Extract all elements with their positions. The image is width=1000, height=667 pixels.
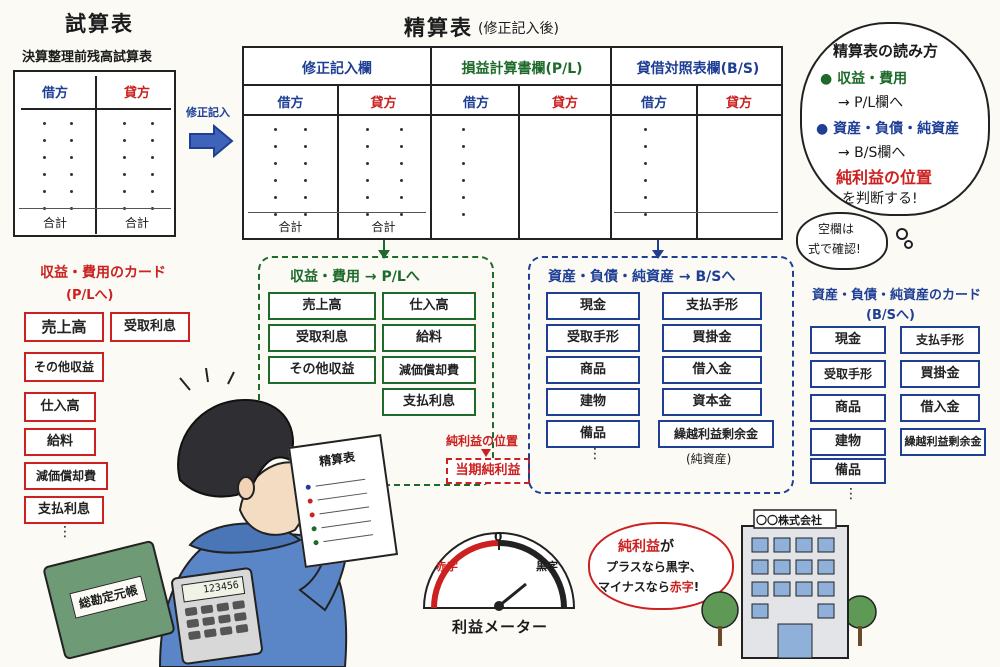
meter-surplus-label: 黒字 xyxy=(536,560,558,573)
pl-box-interest-income: 受取利息 xyxy=(268,324,376,352)
bs-box-retained-earnings: 繰越利益剰余金 xyxy=(658,420,774,448)
pl-box-interest-expense: 支払利息 xyxy=(382,388,476,416)
profit-bubble-line2: プラスなら黒字、 xyxy=(606,560,702,574)
bs-card-cash: 現金 xyxy=(810,326,886,354)
bs-box-cash: 現金 xyxy=(546,292,640,320)
bs-box-merchandise: 商品 xyxy=(546,356,640,384)
reading-tips-line6: を判断する! xyxy=(842,191,918,207)
profit-bubble-line3: マイナスなら赤字! xyxy=(598,580,700,594)
net-income-badge: 当期純利益 xyxy=(446,458,530,484)
bs-down-arrow-icon xyxy=(652,240,664,259)
hint-line2: 式で確認! xyxy=(808,242,861,256)
bs-box-notes-receivable: 受取手形 xyxy=(546,324,640,352)
adj-total-left: 合計 xyxy=(278,220,303,234)
pl-cards-title: 収益・費用のカード xyxy=(40,265,166,281)
profit-position-arrow-icon xyxy=(481,449,491,457)
adj-debit-header: 借方 xyxy=(277,96,304,111)
pl-box-salary: 給料 xyxy=(382,324,476,352)
ledger-title: 総勘定元帳 xyxy=(69,575,148,619)
trial-balance-title: 試算表 xyxy=(65,12,134,36)
pl-card-other-income: その他収益 xyxy=(24,352,104,382)
pl-card-sales: 売上高 xyxy=(24,312,104,342)
pl-card-depreciation: 減価償却費 xyxy=(24,462,108,490)
pl-card-purchases: 仕入高 xyxy=(24,392,96,422)
adj-credit-header: 貸方 xyxy=(370,96,397,111)
bs-box-borrowings: 借入金 xyxy=(662,356,762,384)
adjustment-arrow-icon xyxy=(189,124,234,158)
reading-tips-title: 精算表の読み方 xyxy=(833,42,939,60)
meter-zero: 0 xyxy=(494,530,503,544)
company-name: 〇〇株式会社 xyxy=(756,514,822,527)
bs-card-equipment: 備品 xyxy=(810,458,886,484)
calculator-display: 123456 xyxy=(181,576,246,603)
section-bs-label: 貸借対照表欄(B/S) xyxy=(636,61,760,77)
pl-box-title: 収益・費用 → P/Lへ xyxy=(290,269,420,285)
worksheet-title-note: (修正記入後) xyxy=(478,21,559,37)
pl-card-salary: 給料 xyxy=(24,428,96,456)
worksheet-paper: 精算表 xyxy=(287,434,399,568)
pl-cards-subtitle: (P/Lへ) xyxy=(66,288,114,303)
pl-box-purchases: 仕入高 xyxy=(382,292,476,320)
bs-card-notes-payable: 支払手形 xyxy=(900,326,980,354)
paper-title: 精算表 xyxy=(318,449,356,469)
reading-tips-line1: ● 収益・費用 xyxy=(820,71,908,87)
adjustment-label: 修正記入 xyxy=(186,106,230,119)
section-adjustment-label: 修正記入欄 xyxy=(302,61,372,77)
section-pl-label: 損益計算書欄(P/L) xyxy=(461,61,583,77)
pl-card-interest-expense: 支払利息 xyxy=(24,496,104,524)
bs-box-equipment: 備品 xyxy=(546,420,640,448)
company-building-illustration xyxy=(701,509,877,659)
trial-debit-header: 借方 xyxy=(41,86,68,101)
reading-tips-cloud xyxy=(800,22,990,216)
bs-card-building: 建物 xyxy=(810,428,886,456)
bs-box-notes-payable: 支払手形 xyxy=(662,292,762,320)
pl-down-arrow-icon xyxy=(378,240,390,259)
bs-box-accounts-payable: 買掛金 xyxy=(662,324,762,352)
bs-card-merchandise: 商品 xyxy=(810,394,886,422)
bs-credit-header: 貸方 xyxy=(725,96,752,111)
adj-total-right: 合計 xyxy=(371,220,396,234)
profit-position-label: 純利益の位置 xyxy=(446,434,519,448)
bs-box-title: 資産・負債・純資産 → B/Sへ xyxy=(548,269,736,285)
trial-credit-header: 貸方 xyxy=(123,86,150,101)
reading-tips-line3: ● 資産・負債・純資産 xyxy=(816,121,960,137)
bs-box-capital: 資本金 xyxy=(662,388,762,416)
bs-cards-subtitle: (B/Sへ) xyxy=(866,308,915,323)
worksheet-title: 精算表 xyxy=(404,16,473,40)
hint-bubble xyxy=(796,212,888,270)
bs-box-building: 建物 xyxy=(546,388,640,416)
trial-total-right: 合計 xyxy=(124,216,149,230)
profit-bubble-line1: 純利益が xyxy=(618,539,674,555)
reading-tips-line4: → B/S欄へ xyxy=(838,145,906,161)
trial-balance-subtitle: 決算整理前残高試算表 xyxy=(22,50,153,65)
reading-tips-line5: 純利益の位置 xyxy=(836,168,933,187)
bs-card-borrowings: 借入金 xyxy=(900,394,980,422)
trial-total-left: 合計 xyxy=(42,216,67,230)
profit-meter-gauge xyxy=(422,532,576,611)
pl-cards-more: ⋮ xyxy=(58,524,72,540)
calculator: 123456 xyxy=(170,566,264,666)
bs-box-net-assets-note: (純資産) xyxy=(686,452,732,466)
bs-destination-box xyxy=(528,256,794,494)
pl-box-depreciation: 減価償却費 xyxy=(382,356,476,384)
meter-caption: 利益メーター xyxy=(452,618,549,636)
pl-debit-header: 借方 xyxy=(462,96,489,111)
worksheet-table: 修正記入欄 損益計算書欄(P/L) 貸借対照表欄(B/S) 借方 貸方 借方 貸… xyxy=(242,46,783,240)
bs-debit-header: 借方 xyxy=(640,96,667,111)
pl-card-interest-income: 受取利息 xyxy=(110,312,190,342)
pl-credit-header: 貸方 xyxy=(551,96,578,111)
hint-line1: 空欄は xyxy=(818,222,855,236)
trial-balance-table: 借方 貸方 合計 合計 xyxy=(13,70,176,237)
bs-card-retained-earnings: 繰越利益剰余金 xyxy=(900,428,986,456)
pl-box-other-income: その他収益 xyxy=(268,356,376,384)
bs-box-more: ⋮ xyxy=(588,446,602,462)
bs-cards-title: 資産・負債・純資産のカード xyxy=(812,288,982,303)
pl-box-sales: 売上高 xyxy=(268,292,376,320)
reading-tips-line2: → P/L欄へ xyxy=(838,95,904,111)
bs-card-notes-receivable: 受取手形 xyxy=(810,360,886,388)
bs-card-accounts-payable: 買掛金 xyxy=(900,360,980,388)
bs-cards-more: ⋮ xyxy=(844,486,858,502)
meter-deficit-label: 赤字 xyxy=(436,560,458,573)
